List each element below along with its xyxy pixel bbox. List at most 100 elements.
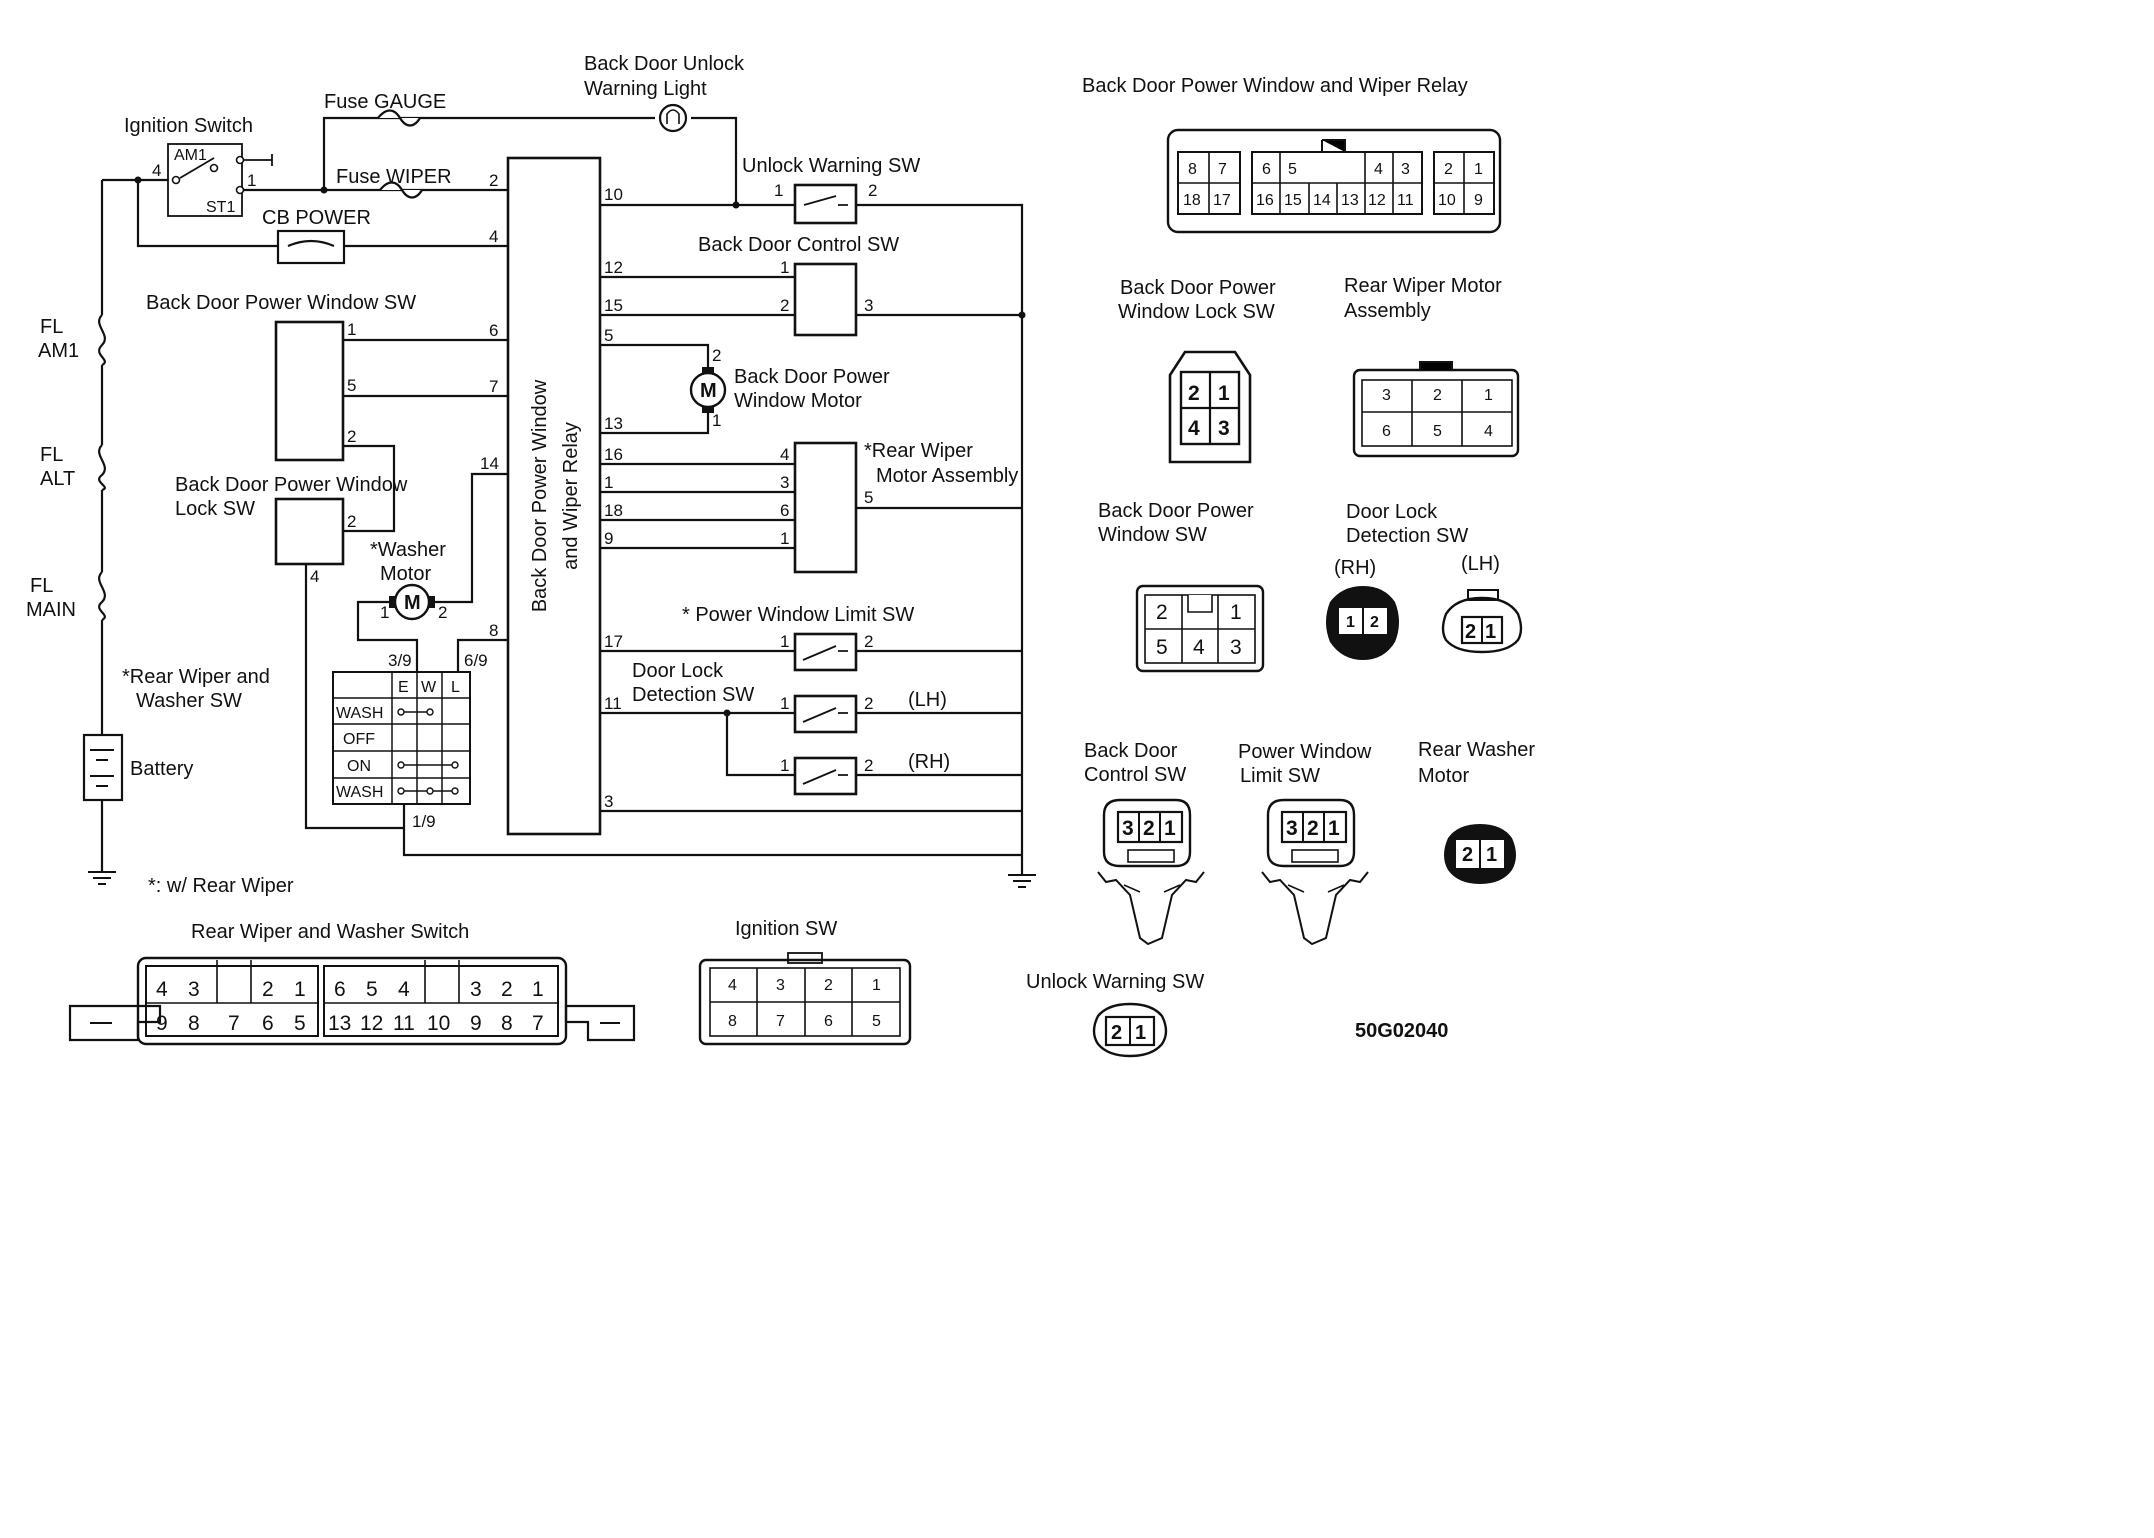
connector-pin-label: 14: [1313, 192, 1331, 209]
lock-sw-label-1: Back Door Power Window: [175, 474, 408, 496]
fuse-gauge-label: Fuse GAUGE: [324, 91, 446, 113]
unlock-sw-box: [793, 183, 858, 225]
connector-pin-label: 1: [1135, 1022, 1146, 1044]
connector-pin-label: 5: [1156, 636, 1168, 659]
connector-pin-label: 11: [1397, 192, 1414, 209]
ignition-switch-symbol: [167, 143, 273, 217]
ignition-pin-label: 1: [247, 171, 256, 190]
lock-sw-connector-title-2: Window Lock SW: [1118, 301, 1275, 323]
wiper-assembly-pin: 3: [780, 473, 789, 492]
fusible-link-symbols: [98, 314, 106, 621]
connector-pin-label: 18: [1183, 192, 1201, 209]
connector-pin-label: 8: [1188, 161, 1197, 178]
connector-pin-label: 3: [470, 978, 482, 1001]
window-motor-m: M: [700, 380, 717, 402]
window-sw-pin: 2: [347, 427, 356, 446]
switch-pin-3-9: 3/9: [388, 651, 412, 670]
window-sw-connector-title-1: Back Door Power: [1098, 500, 1254, 522]
door-lock-rh-connector: [1326, 586, 1399, 660]
connector-pin-label: 1: [294, 978, 306, 1001]
wiper-motor-connector-title-2: Assembly: [1344, 300, 1431, 322]
rear-wiper-washer-sw-label-2: Washer SW: [136, 690, 242, 712]
window-sw-connector: [1135, 584, 1265, 673]
window-sw-label: Back Door Power Window SW: [146, 292, 416, 314]
switch-row-label: WASH: [336, 784, 383, 801]
window-sw-connector-title-2: Window SW: [1098, 524, 1207, 546]
connector-pin-label: 1: [1474, 161, 1483, 178]
door-lock-rh-pin: 2: [864, 756, 873, 775]
window-motor-pin: 1: [712, 411, 721, 430]
connector-pin-label: 12: [1368, 192, 1386, 209]
limit-sw-connector-title-2: Limit SW: [1240, 765, 1320, 787]
door-lock-lh-contact: [802, 707, 848, 723]
connector-pin-label: 1: [1485, 621, 1496, 643]
connector-pin-label: 3: [188, 978, 200, 1001]
connector-pin-label: 2: [1188, 382, 1200, 405]
connector-pin-label: 7: [776, 1013, 785, 1030]
connector-pin-label: 9: [156, 1012, 168, 1035]
connector-pin-label: 3: [776, 977, 785, 994]
connector-pin-label: 6: [334, 978, 346, 1001]
connector-pin-label: 2: [1156, 601, 1168, 624]
switch-pin-6-9: 6/9: [464, 651, 488, 670]
connector-pin-label: 4: [1193, 636, 1205, 659]
connector-pin-label: 8: [728, 1013, 737, 1030]
connector-pin-label: 1: [1328, 817, 1340, 840]
switch-col-header: E: [398, 679, 409, 696]
unlock-sw-pin: 2: [868, 181, 877, 200]
connector-pin-label: 2: [824, 977, 833, 994]
warning-light-label-2: Warning Light: [584, 78, 707, 100]
battery-label: Battery: [130, 758, 193, 780]
control-sw-pin: 2: [780, 296, 789, 315]
connector-pin-label: 2: [1465, 621, 1476, 643]
washer-motor-m: M: [404, 592, 421, 614]
control-sw-connector: [1097, 798, 1205, 946]
relay-pin-label: 7: [489, 377, 498, 396]
connector-pin-label: 6: [1382, 423, 1391, 440]
rear-wiper-washer-sw-label-1: *Rear Wiper and: [122, 666, 270, 688]
connector-pin-label: 2: [1444, 161, 1453, 178]
relay-connector-title: Back Door Power Window and Wiper Relay: [1082, 75, 1468, 97]
relay-pin-label: 15: [604, 296, 623, 315]
connector-pin-label: 3: [1401, 161, 1410, 178]
wiper-assembly-label-2: Motor Assembly: [876, 465, 1018, 487]
switch-row-label: ON: [347, 758, 371, 775]
connector-pin-label: 6: [1262, 161, 1271, 178]
lock-sw-connector-title-1: Back Door Power: [1120, 277, 1276, 299]
limit-sw-label: * Power Window Limit SW: [682, 604, 914, 626]
washer-switch-connector: [68, 956, 636, 1046]
relay-pin-label: 5: [604, 326, 613, 345]
window-motor-label-2: Window Motor: [734, 390, 862, 412]
washer-pin: 2: [438, 603, 447, 622]
washer-motor-label-1: *Washer: [370, 539, 446, 561]
connector-pin-label: 13: [328, 1012, 351, 1035]
connector-pin-label: 5: [366, 978, 378, 1001]
wiper-motor-connector: [1352, 361, 1520, 458]
lock-sw-label-2: Lock SW: [175, 498, 255, 520]
connector-pin-label: 6: [262, 1012, 274, 1035]
warning-light-symbol: [658, 103, 688, 133]
fl-main-label-2: MAIN: [26, 599, 76, 621]
limit-sw-connector: [1261, 798, 1369, 946]
connector-pin-label: 10: [427, 1012, 450, 1035]
washer-motor-connector-title-1: Rear Washer: [1418, 739, 1535, 761]
door-lock-rh-box: [793, 756, 858, 796]
window-sw-pin: 1: [347, 320, 356, 339]
relay-pin-label: 3: [604, 792, 613, 811]
door-lock-connector-rh: (RH): [1334, 557, 1376, 579]
fuse-wiper-symbol: [379, 181, 423, 199]
limit-sw-box: [793, 632, 858, 672]
connector-pin-label: 4: [156, 978, 168, 1001]
footnote: *: w/ Rear Wiper: [148, 875, 294, 897]
door-lock-lh-pin: 1: [780, 694, 789, 713]
circuit-breaker-symbol: [276, 229, 346, 265]
wiper-assembly-label-1: *Rear Wiper: [864, 440, 973, 462]
washer-motor-symbol: [389, 583, 435, 621]
cb-power-label: CB POWER: [262, 207, 371, 229]
fl-alt-label-1: FL: [40, 444, 63, 466]
relay-vertical-label-1: Back Door Power Window: [529, 379, 551, 612]
lock-sw-pin: 2: [347, 512, 356, 531]
connector-pin-label: 9: [1474, 192, 1483, 209]
connector-pin-label: 12: [360, 1012, 383, 1035]
window-motor-symbol: [689, 367, 727, 413]
